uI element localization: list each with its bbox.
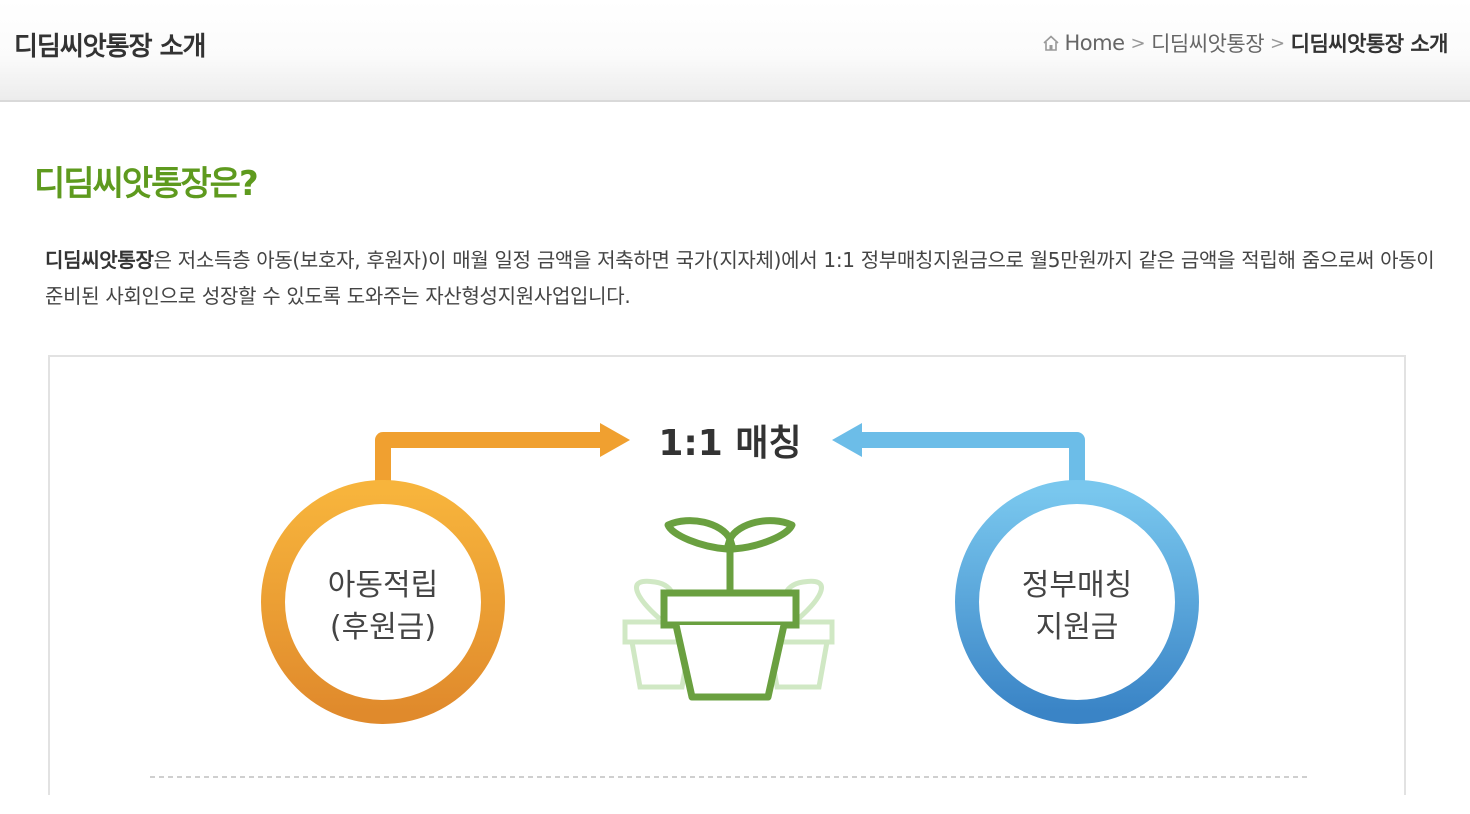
matching-diagram: 1:1 매칭 아동적립 (후원금) 정부매칭 지원금 — [48, 355, 1406, 795]
right-circle-line1: 정부매칭 — [1022, 568, 1132, 603]
left-circle-line1: 아동적립 — [328, 568, 438, 603]
right-circle-line2: 지원금 — [1036, 610, 1119, 645]
breadcrumb: Home > 디딤씨앗통장 > 디딤씨앗통장 소개 — [1042, 28, 1449, 58]
section-title: 디딤씨앗통장은? — [34, 164, 259, 204]
left-circle-line2: (후원금) — [330, 610, 436, 645]
matching-label: 1:1 매칭 — [658, 423, 801, 464]
left-arrow — [375, 423, 630, 482]
sprout-pot-icon — [622, 517, 835, 701]
page-header: 디딤씨앗통장 소개 Home > 디딤씨앗통장 > 디딤씨앗통장 소개 — [0, 0, 1470, 102]
breadcrumb-item[interactable]: 디딤씨앗통장 — [1151, 32, 1265, 56]
breadcrumb-home[interactable]: Home — [1064, 31, 1126, 55]
breadcrumb-current: 디딤씨앗통장 소개 — [1290, 32, 1449, 56]
page-title: 디딤씨앗통장 소개 — [14, 32, 206, 62]
breadcrumb-separator: > — [1270, 32, 1285, 54]
intro-text: 은 저소득층 아동(보호자, 후원자)이 매월 일정 금액을 저축하면 국가(지… — [45, 248, 1435, 308]
right-circle: 정부매칭 지원금 — [955, 480, 1199, 724]
intro-strong: 디딤씨앗통장 — [45, 248, 154, 272]
right-arrow — [832, 423, 1085, 482]
breadcrumb-separator: > — [1130, 32, 1146, 54]
intro-paragraph: 디딤씨앗통장은 저소득층 아동(보호자, 후원자)이 매월 일정 금액을 저축하… — [45, 242, 1435, 314]
home-icon[interactable] — [1042, 34, 1060, 52]
diagram-canvas: 1:1 매칭 아동적립 (후원금) 정부매칭 지원금 — [150, 423, 1308, 778]
left-circle: 아동적립 (후원금) — [261, 480, 505, 724]
